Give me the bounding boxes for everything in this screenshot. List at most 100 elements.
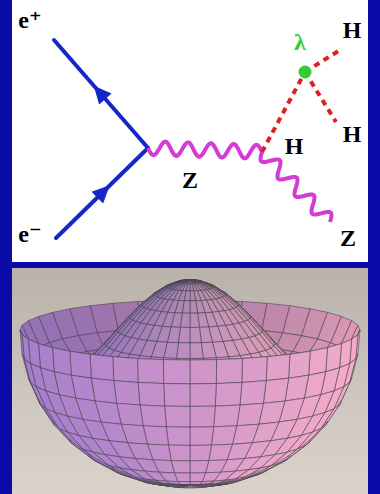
surface-mesh bbox=[181, 313, 191, 327]
surface-mesh bbox=[183, 280, 190, 284]
surface-mesh bbox=[188, 280, 190, 284]
surface-mesh bbox=[215, 359, 243, 383]
bowl-wall-mesh bbox=[190, 485, 209, 487]
bowl-wall-mesh bbox=[190, 384, 216, 407]
bowl-wall-mesh bbox=[240, 381, 266, 405]
fermion-arrow bbox=[94, 86, 112, 105]
surface-mesh bbox=[179, 327, 190, 343]
bowl-wall-mesh bbox=[90, 455, 114, 470]
bowl-wall-mesh bbox=[165, 406, 190, 427]
surface-mesh bbox=[190, 284, 194, 291]
surface-mesh bbox=[138, 359, 166, 383]
surface-mesh bbox=[239, 357, 267, 382]
bowl-wall-mesh bbox=[83, 449, 109, 466]
surface-mesh bbox=[186, 284, 190, 291]
surface-mesh bbox=[190, 280, 199, 283]
surface-mesh bbox=[190, 360, 217, 384]
bowl-wall-mesh bbox=[209, 444, 233, 460]
higgs-line bbox=[305, 72, 336, 122]
surface-mesh bbox=[190, 291, 196, 301]
bowl-wall-mesh bbox=[22, 354, 30, 382]
surface-mesh bbox=[163, 360, 190, 384]
particle-label: Z bbox=[340, 226, 356, 250]
bowl-wall-mesh bbox=[326, 344, 342, 372]
surface-mesh bbox=[190, 280, 200, 283]
bowl-wall-mesh bbox=[190, 427, 214, 446]
electron-line bbox=[56, 148, 148, 238]
surface-mesh bbox=[179, 280, 190, 283]
particle-label: e⁺ bbox=[18, 8, 41, 32]
z-boson-line bbox=[261, 152, 332, 222]
surface-mesh bbox=[113, 357, 141, 382]
surface-mesh bbox=[200, 327, 213, 343]
bowl-wall-mesh bbox=[190, 483, 217, 485]
bowl-wall-mesh bbox=[190, 360, 217, 384]
surface-mesh bbox=[168, 327, 181, 343]
bowl-wall-mesh bbox=[113, 468, 138, 479]
bowl-wall-mesh bbox=[190, 461, 209, 473]
particle-label: H bbox=[285, 134, 304, 158]
surface-mesh bbox=[190, 313, 200, 327]
bowl-wall-mesh bbox=[70, 351, 92, 378]
bowl-wall-mesh bbox=[90, 354, 114, 380]
bowl-wall-mesh bbox=[46, 409, 68, 433]
bowl-wall-mesh bbox=[164, 484, 190, 485]
surface-mesh bbox=[190, 280, 196, 284]
surface-mesh bbox=[164, 342, 179, 358]
bowl-wall-mesh bbox=[138, 477, 164, 483]
bowl-wall-mesh bbox=[190, 406, 215, 427]
bowl-wall-mesh bbox=[53, 348, 72, 376]
bowl-wall-mesh bbox=[138, 382, 165, 406]
bowl-wall-mesh bbox=[169, 445, 191, 461]
bowl-wall-mesh bbox=[216, 359, 242, 384]
surface-mesh bbox=[177, 343, 190, 359]
particle-label: Z bbox=[182, 168, 198, 192]
diagram-panel bbox=[12, 0, 368, 262]
bowl-wall-mesh bbox=[164, 384, 190, 407]
bowl-wall-mesh bbox=[163, 360, 190, 384]
bowl-wall-mesh bbox=[190, 473, 206, 482]
bowl-wall-mesh bbox=[237, 403, 264, 426]
surface-mesh bbox=[185, 280, 191, 284]
bowl-wall-mesh bbox=[140, 405, 166, 427]
mexican-hat-potential bbox=[20, 280, 360, 488]
particle-label: H bbox=[343, 122, 362, 146]
surface-mesh bbox=[181, 280, 190, 283]
surface-mesh bbox=[180, 280, 190, 283]
particle-label: H bbox=[343, 18, 362, 42]
surface-mesh bbox=[182, 301, 190, 314]
bowl-wall-mesh bbox=[70, 440, 92, 459]
bowl-wall-mesh bbox=[214, 405, 240, 427]
bowl-wall-mesh bbox=[190, 485, 194, 488]
surface-mesh bbox=[201, 342, 216, 358]
bowl-wall-mesh bbox=[190, 485, 198, 488]
bowl-wall-mesh bbox=[138, 359, 164, 384]
bowl-wall-mesh bbox=[114, 381, 140, 405]
bowl-wall-mesh bbox=[212, 426, 237, 445]
surface-mesh bbox=[186, 280, 190, 284]
bowl-wall-mesh bbox=[215, 382, 242, 406]
positron-line bbox=[54, 40, 148, 148]
bowl-wall-mesh bbox=[242, 357, 267, 383]
bowl-wall-mesh bbox=[206, 460, 228, 473]
surface-mesh bbox=[190, 327, 201, 343]
bowl-wall-mesh bbox=[263, 378, 288, 403]
surface-mesh bbox=[190, 280, 197, 284]
bowl-wall-mesh bbox=[39, 400, 55, 425]
fermion-arrow bbox=[92, 185, 110, 203]
bowl-wall-mesh bbox=[91, 378, 116, 403]
surface-mesh bbox=[190, 343, 203, 359]
self-coupling-vertex bbox=[299, 66, 312, 79]
bowl-wall-mesh bbox=[289, 351, 311, 378]
coupling-label: λ bbox=[294, 30, 306, 54]
bowl-wall-mesh bbox=[39, 344, 55, 372]
bowl-wall-mesh bbox=[190, 445, 212, 461]
surface-mesh bbox=[184, 291, 190, 301]
bowl-wall-mesh bbox=[309, 348, 328, 376]
bowl-wall-mesh bbox=[166, 427, 190, 446]
bowl-wall-mesh bbox=[113, 357, 138, 383]
particle-label: e⁻ bbox=[18, 222, 41, 246]
bowl-wall-mesh bbox=[266, 354, 290, 380]
feynman-diagram bbox=[54, 40, 340, 238]
